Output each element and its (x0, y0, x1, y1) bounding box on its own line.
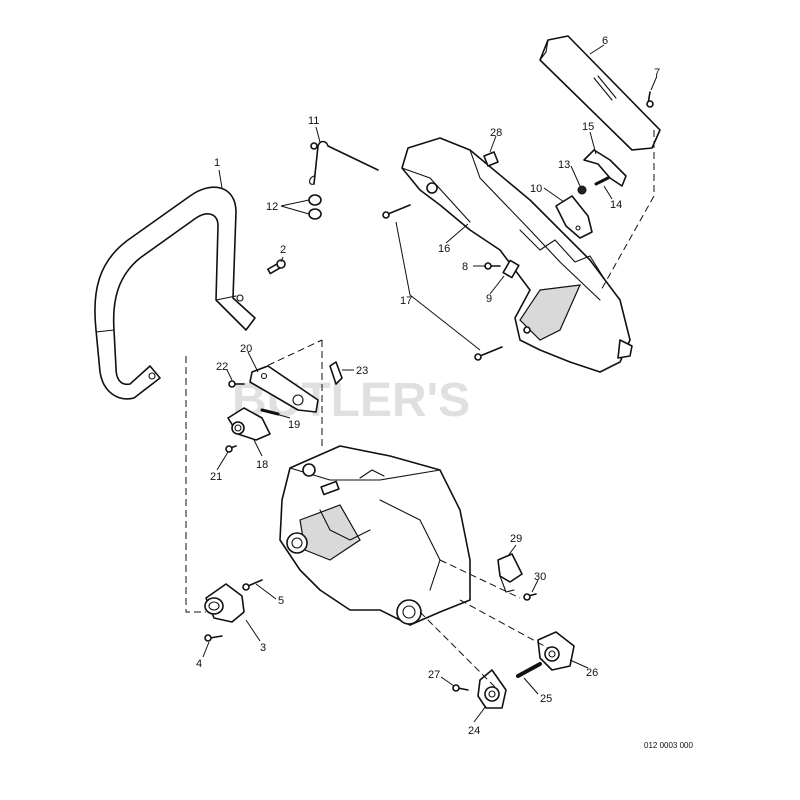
bushings-12 (308, 194, 322, 220)
screw-21 (225, 445, 237, 453)
screw-8 (484, 262, 501, 270)
engine-housing (279, 445, 471, 626)
callout-15: 15 (582, 121, 594, 133)
callout-3: 3 (260, 642, 266, 654)
callout-13: 13 (558, 159, 570, 171)
callout-26: 26 (586, 667, 598, 679)
callout-10: 10 (530, 183, 542, 195)
callout-14: 14 (610, 199, 622, 211)
callout-19: 19 (288, 419, 300, 431)
leader-lines (202, 44, 658, 723)
av-mount-18 (227, 407, 271, 441)
callout-18: 18 (256, 459, 268, 471)
callout-24: 24 (468, 725, 480, 737)
throttle-rod-11 (308, 140, 379, 185)
drawing-code: 012 0003 000 (644, 741, 693, 750)
switch-29 (497, 553, 523, 593)
front-handle (94, 186, 256, 400)
pin-14 (594, 176, 610, 186)
callout-4: 4 (196, 658, 202, 670)
callout-12: 12 (266, 201, 278, 213)
callout-6: 6 (602, 35, 608, 47)
plate-20 (249, 365, 319, 413)
callout-22: 22 (216, 361, 228, 373)
callout-8: 8 (462, 261, 468, 273)
screw-30 (523, 593, 537, 601)
callout-20: 20 (240, 343, 252, 355)
callout-5: 5 (278, 595, 284, 607)
screw-7 (646, 91, 654, 108)
callout-labels: 1 2 3 4 5 6 7 8 9 10 11 12 13 14 15 16 1… (196, 35, 660, 737)
callout-16: 16 (438, 243, 450, 255)
lever-15 (583, 149, 627, 187)
callout-25: 25 (540, 693, 552, 705)
callout-9: 9 (486, 293, 492, 305)
screw-4 (204, 634, 223, 642)
av-mount-3 (204, 583, 245, 623)
pin-25 (516, 662, 542, 678)
av-mount-24 (477, 669, 507, 709)
callout-11: 11 (308, 115, 319, 127)
screw-5 (242, 579, 263, 591)
bracket-23 (329, 361, 343, 385)
callout-2: 2 (280, 244, 286, 256)
screw-27 (452, 684, 469, 692)
screw-2 (267, 259, 286, 275)
trigger-10 (555, 195, 593, 239)
assembly-lines (185, 130, 655, 689)
pin-19 (260, 408, 280, 416)
callout-21: 21 (210, 471, 222, 483)
spring-13 (577, 185, 587, 195)
screw-22 (228, 380, 245, 388)
fitting-9 (502, 259, 520, 279)
screws-17 (382, 204, 503, 361)
callout-27: 27 (428, 669, 440, 681)
cap-28 (483, 151, 499, 167)
callout-17: 17 (400, 295, 412, 307)
handle-cover-6 (539, 35, 661, 151)
callout-28: 28 (490, 127, 502, 139)
callout-29: 29 (510, 533, 522, 545)
callout-7: 7 (654, 67, 660, 79)
callout-30: 30 (534, 571, 546, 583)
rear-handle-housing (401, 137, 633, 373)
av-mount-26 (537, 631, 575, 671)
callout-1: 1 (214, 157, 220, 169)
callout-23: 23 (356, 365, 368, 377)
